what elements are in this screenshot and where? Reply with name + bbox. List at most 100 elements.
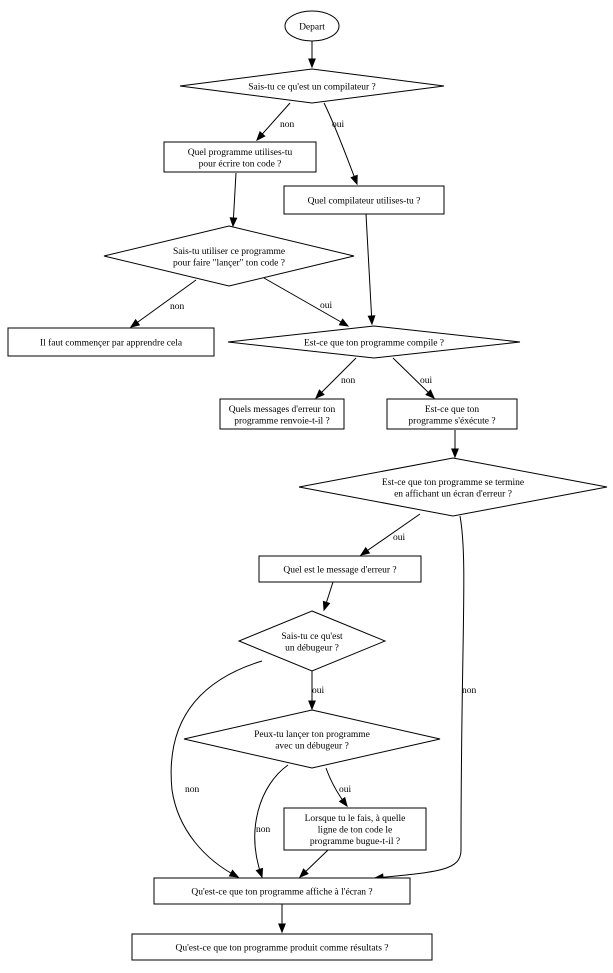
edge-label-non: non [462,686,477,696]
edge-compile-to-execute: oui [392,357,435,399]
edge-line [170,660,263,878]
arrowhead-icon [359,546,371,556]
node-text: Quel compilateur utilises-tu ? [308,197,421,207]
edge-quel_compilateur-to-compile [365,213,376,326]
edge-affiche-to-resultats [278,904,286,934]
arrowhead-icon [315,389,325,399]
node-text: Sais-tu utiliser ce programme [173,247,285,257]
node-text: avec un débugeur ? [275,741,349,751]
edges-layer: non oui non oui non oui oui non oui non oui non [129,41,477,934]
node-quel-compilateur: Quel compilateur utilises-tu ? [283,185,445,215]
edge-sais_utiliser-to-apprendre: non [129,279,197,328]
edge-debugueur-to-lancer_debugueur: oui [308,671,325,711]
edge-line [360,513,421,556]
edge-compile-to-messages_erreur: non [315,357,357,399]
arrowhead-icon [367,315,376,326]
node-compile: Est-ce que ton programme compile ? [227,325,521,359]
node-text: Depart [299,23,325,33]
node-text: ligne de ton code le [318,826,392,836]
decision-diamond [237,610,387,672]
edge-quel_programme-to-sais_utiliser [229,172,238,228]
edge-sais_utiliser-to-compile: oui [263,277,350,327]
node-resultats: Qu'est-ce que ton programme produit comm… [131,933,433,961]
process-box [7,327,215,357]
arrowhead-icon [278,923,286,934]
process-box [219,398,345,430]
node-text: Qu'est-ce que ton programme produit comm… [175,944,388,954]
node-text: programme renvoie-t-il ? [234,416,330,426]
arrowhead-icon [308,58,316,69]
process-box [283,807,427,851]
edge-label-oui: oui [420,376,433,386]
edge-label-non: non [170,302,185,312]
edge-depart-to-compilateur [308,41,316,69]
edge-ligne_bug-to-affiche [299,849,329,878]
arrowhead-icon [229,217,238,228]
edge-execute-to-termine [451,430,459,459]
node-text: Il faut commençer par apprendre cela [40,338,183,349]
node-text: Quels messages d'erreur ton [229,405,336,415]
node-text: pour faire "lançer" ton code ? [173,257,285,268]
decision-diamond [227,325,521,359]
process-box [153,877,411,905]
process-box [386,398,518,430]
process-box [131,933,433,961]
node-text: Sais-tu ce qu'est [281,632,343,642]
node-text: pour écrire ton code ? [199,159,282,169]
process-box [163,141,317,173]
edge-line [263,277,349,327]
edge-termine-to-quel_message: oui [359,513,421,556]
edge-line [254,764,289,878]
node-text: Sais-tu ce qu'est un compilateur ? [248,83,376,93]
arrowhead-icon [350,174,358,186]
edge-label-non: non [185,785,200,795]
edge-line [374,515,465,879]
edge-debugueur-to-affiche: non [170,660,263,878]
edge-label-oui: oui [393,533,406,543]
arrowhead-icon [308,700,316,711]
arrowhead-icon [299,868,309,878]
node-depart: Depart [284,10,340,42]
edge-label-non: non [256,825,271,835]
edge-compilateur-to-quel_compilateur: oui [323,102,358,186]
arrowhead-icon [338,318,350,327]
decision-diamond [183,709,441,769]
edge-lancer_debugueur-to-ligne_bug: oui [325,767,352,808]
arrowhead-icon [451,448,459,459]
node-compilateur: Sais-tu ce qu'est un compilateur ? [179,68,445,104]
node-text: Peux-tu lançer ton programme [254,730,370,740]
node-text: en affichant un écran d'erreur ? [394,488,512,499]
edge-label-non: non [280,120,295,130]
node-text: programme s'éxécute ? [408,416,495,426]
arrowhead-icon [256,131,266,142]
edge-line [323,102,358,185]
decision-diamond [298,457,608,517]
node-text: Quel programme utilises-tu [188,148,293,158]
start-ellipse [284,10,340,42]
decision-diamond [179,68,445,104]
edge-label-non: non [341,376,356,386]
edge-quel_message-to-debugueur [322,581,334,612]
node-quel-message: Quel est le message d'erreur ? [258,555,422,583]
arrowhead-icon [425,389,435,399]
arrowhead-icon [255,867,264,879]
edge-lancer_debugueur-to-affiche: non [254,764,289,879]
arrowhead-icon [322,600,331,612]
decision-diamond [103,225,355,287]
edge-line [365,213,373,325]
edge-label-oui: oui [320,301,333,311]
process-box [283,185,445,215]
edge-label-oui: oui [312,686,325,696]
node-text: Est-ce que ton programme se termine [382,478,524,488]
node-text: Est-ce que ton programme compile ? [304,339,444,349]
node-text: un débugeur ? [285,643,339,653]
